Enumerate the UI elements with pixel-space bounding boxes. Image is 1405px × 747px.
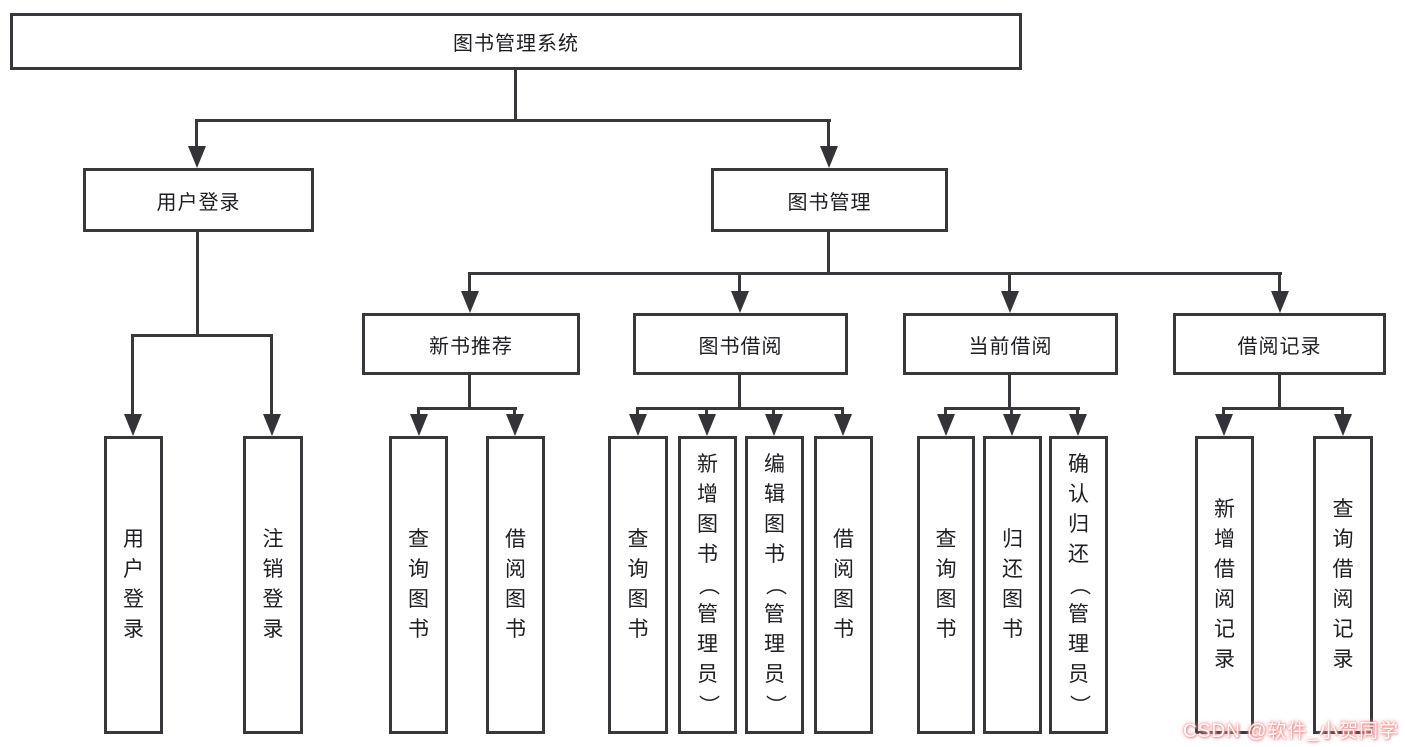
node-label: 借阅图书 xyxy=(833,528,854,641)
connector-line xyxy=(636,407,639,417)
connector-line xyxy=(636,407,844,410)
arrow-down xyxy=(1069,414,1087,436)
arrow-down xyxy=(461,291,479,313)
node-label: 新增借阅记录 xyxy=(1214,498,1235,671)
node-book-borrowing: 图书借阅 xyxy=(633,313,848,375)
leaf-borrow-books-recommend: 借阅图书 xyxy=(486,436,545,734)
node-book-management: 图书管理 xyxy=(711,168,948,232)
connector-line xyxy=(468,374,471,409)
connector-line xyxy=(1010,407,1013,417)
connector-line xyxy=(417,407,420,417)
arrow-down xyxy=(1334,414,1352,436)
leaf-return-books: 归还图书 xyxy=(983,436,1042,734)
connector-line xyxy=(468,272,471,294)
connector-line xyxy=(827,119,830,149)
arrow-down xyxy=(124,414,142,436)
node-borrowing-records: 借阅记录 xyxy=(1173,313,1386,375)
connector-line xyxy=(514,69,517,121)
arrow-down xyxy=(410,414,428,436)
node-current-borrowing: 当前借阅 xyxy=(903,313,1118,375)
leaf-add-borrow-record: 新增借阅记录 xyxy=(1195,436,1254,734)
arrow-down xyxy=(1001,291,1019,313)
connector-line xyxy=(1008,272,1011,294)
csdn-watermark: CSDN @软件_小贺同学 xyxy=(1183,721,1399,742)
connector-line xyxy=(1222,407,1344,410)
node-label: 查询图书 xyxy=(935,528,957,641)
connector-line xyxy=(195,119,198,149)
node-label: 编辑图书（管理员） xyxy=(763,453,787,716)
arrow-down xyxy=(188,146,206,168)
arrow-down xyxy=(937,414,955,436)
connector-line xyxy=(1008,374,1011,409)
connector-line xyxy=(196,119,831,122)
connector-line xyxy=(1222,407,1225,417)
leaf-user-login: 用户登录 xyxy=(104,436,163,734)
node-new-book-recommendation: 新书推荐 xyxy=(362,313,580,375)
node-label: 查询借阅记录 xyxy=(1332,498,1354,671)
connector-line xyxy=(1076,407,1079,417)
leaf-add-books-admin: 新增图书（管理员） xyxy=(678,436,737,734)
connector-line xyxy=(1278,272,1281,294)
leaf-edit-books-admin: 编辑图书（管理员） xyxy=(745,436,804,734)
node-label: 归还图书 xyxy=(1002,528,1023,641)
connector-line xyxy=(1278,374,1281,409)
arrow-down xyxy=(263,414,281,436)
connector-line xyxy=(513,407,516,417)
node-label: 图书借阅 xyxy=(698,335,783,358)
leaf-query-books-current: 查询图书 xyxy=(917,436,975,734)
node-label: 用户登录 xyxy=(156,191,241,214)
arrow-down xyxy=(765,414,783,436)
node-label: 新增图书（管理员） xyxy=(696,453,720,716)
connector-line xyxy=(738,374,741,409)
arrow-down xyxy=(731,291,749,313)
arrow-down xyxy=(834,414,852,436)
connector-line xyxy=(1341,407,1344,417)
arrow-down xyxy=(698,414,716,436)
connector-line xyxy=(772,407,775,417)
connector-line xyxy=(738,272,741,294)
node-label: 图书管理系统 xyxy=(453,33,579,55)
arrow-down xyxy=(629,414,647,436)
connector-line xyxy=(944,407,947,417)
arrow-down xyxy=(1271,291,1289,313)
leaf-borrow-books: 借阅图书 xyxy=(814,436,873,734)
node-label: 借阅记录 xyxy=(1237,335,1322,358)
node-label: 当前借阅 xyxy=(968,335,1053,358)
node-label: 借阅图书 xyxy=(505,528,526,641)
arrow-down xyxy=(820,146,838,168)
node-library-management-system: 图书管理系统 xyxy=(10,13,1022,70)
connector-line xyxy=(417,407,517,410)
leaf-query-borrow-record: 查询借阅记录 xyxy=(1313,436,1373,734)
connector-line xyxy=(131,334,273,337)
leaf-query-books-recommend: 查询图书 xyxy=(389,436,448,734)
node-label: 用户登录 xyxy=(123,528,144,641)
connector-line xyxy=(131,334,134,416)
connector-line xyxy=(705,407,708,417)
node-label: 查询图书 xyxy=(408,528,429,641)
node-user-login: 用户登录 xyxy=(83,168,314,232)
connector-line xyxy=(468,272,1282,275)
leaf-logout: 注销登录 xyxy=(243,436,303,734)
leaf-query-books-borrow: 查询图书 xyxy=(608,436,668,734)
node-label: 注销登录 xyxy=(262,528,284,641)
leaf-confirm-return-admin: 确认归还（管理员） xyxy=(1049,436,1108,734)
node-label: 图书管理 xyxy=(787,191,872,214)
arrow-down xyxy=(1003,414,1021,436)
connector-line xyxy=(270,334,273,416)
arrow-down xyxy=(1215,414,1233,436)
node-label: 查询图书 xyxy=(627,528,649,641)
connector-line xyxy=(841,407,844,417)
node-label: 新书推荐 xyxy=(429,335,513,358)
arrow-down xyxy=(506,414,524,436)
connector-line xyxy=(196,232,199,336)
node-label: 确认归还（管理员） xyxy=(1067,453,1091,716)
connector-line xyxy=(827,232,830,274)
